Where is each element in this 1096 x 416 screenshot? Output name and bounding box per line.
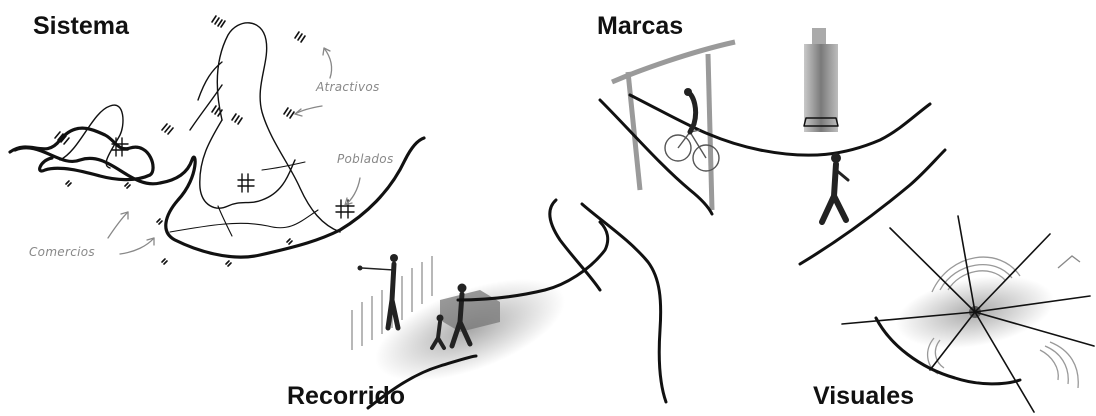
walker-figure-icon	[430, 283, 473, 350]
arrow-icon	[107, 47, 361, 255]
boundary-mid	[261, 161, 306, 171]
path-line-right	[580, 202, 668, 404]
visuales-sketch	[841, 215, 1095, 413]
sistema-sketch	[8, 15, 426, 267]
attractions-area-left	[199, 119, 296, 209]
frame-right	[705, 53, 715, 211]
eye-radiation-icon	[841, 215, 1095, 413]
panel-title-marcas: Marcas	[597, 12, 684, 40]
grid-mark-icon	[111, 137, 355, 219]
panel-title-sistema: Sistema	[33, 12, 129, 40]
cyclist-figure-icon	[664, 88, 720, 172]
river-tributary	[59, 104, 124, 169]
marcas-sketch	[598, 28, 947, 266]
attractions-area	[216, 22, 341, 233]
path-line-bottom	[366, 354, 478, 410]
frame-left	[625, 71, 643, 191]
inner-boundary-2	[189, 84, 223, 131]
path-line-s	[548, 198, 602, 292]
label-atractivos: Atractivos	[316, 80, 380, 94]
hatch-mark-icon	[54, 15, 306, 267]
road-line-left	[598, 98, 714, 216]
boundary-lower	[169, 209, 319, 233]
tripod-figure-icon	[357, 254, 401, 331]
tower-icon	[804, 44, 838, 132]
label-comercios: Comercios	[29, 245, 95, 259]
inner-boundary	[197, 61, 223, 101]
river-main	[13, 136, 426, 259]
label-poblados: Poblados	[337, 152, 394, 166]
boundary-vert	[217, 205, 233, 237]
walker-figure-icon	[819, 153, 850, 225]
path-line-top	[456, 220, 610, 302]
panel-title-recorrido: Recorrido	[287, 382, 406, 410]
view-arc	[874, 316, 1022, 386]
panel-title-visuales: Visuales	[813, 382, 915, 410]
frame-top	[611, 39, 736, 85]
road-line-right	[798, 148, 947, 266]
recorrido-sketch	[351, 198, 668, 410]
river-line	[8, 126, 155, 182]
road-line-top	[628, 93, 932, 157]
